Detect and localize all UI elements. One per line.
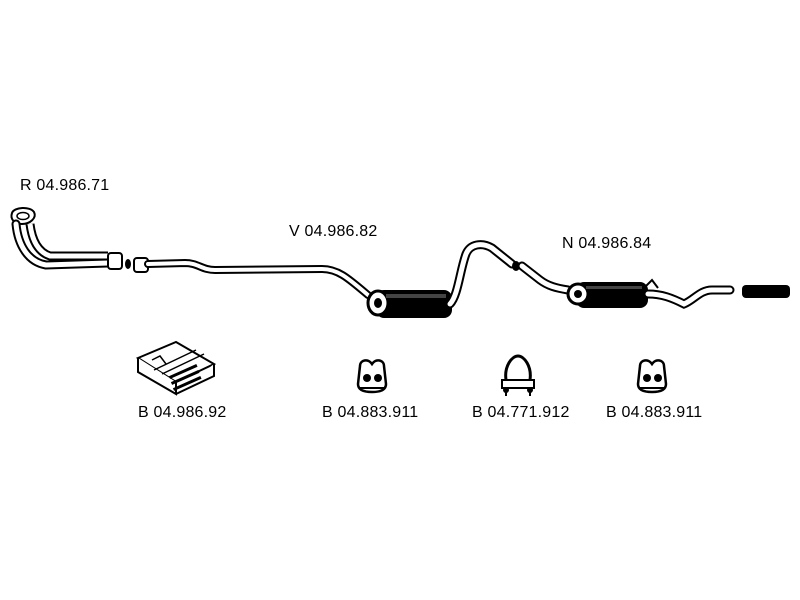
rubber-hanger-label: B 04.883.911 <box>322 404 419 421</box>
rubber-hanger-icon <box>356 359 388 394</box>
rear-inlet-pipe <box>517 261 573 295</box>
middle-silencer-label: V 04.986.82 <box>289 223 378 240</box>
exhaust-clamp-icon <box>501 354 535 396</box>
mounting-kit-label: B 04.986.92 <box>138 404 227 421</box>
front-pipe <box>10 207 123 270</box>
rubber-hanger-label: B 04.883.911 <box>606 404 703 421</box>
middle-pipe <box>144 258 372 299</box>
exhaust-clamp-label: B 04.771.912 <box>472 404 570 421</box>
front-pipe-label: R 04.986.71 <box>20 177 110 194</box>
middle-silencer <box>366 289 452 318</box>
rear-silencer-label: N 04.986.84 <box>562 235 652 252</box>
tail-pipe-tip <box>742 285 790 298</box>
rear-silencer <box>566 278 659 308</box>
rubber-hanger-icon <box>636 359 668 394</box>
intermediate-pipe <box>445 240 520 309</box>
tail-pipe <box>643 285 735 309</box>
mounting-kit-box-icon <box>135 340 217 396</box>
